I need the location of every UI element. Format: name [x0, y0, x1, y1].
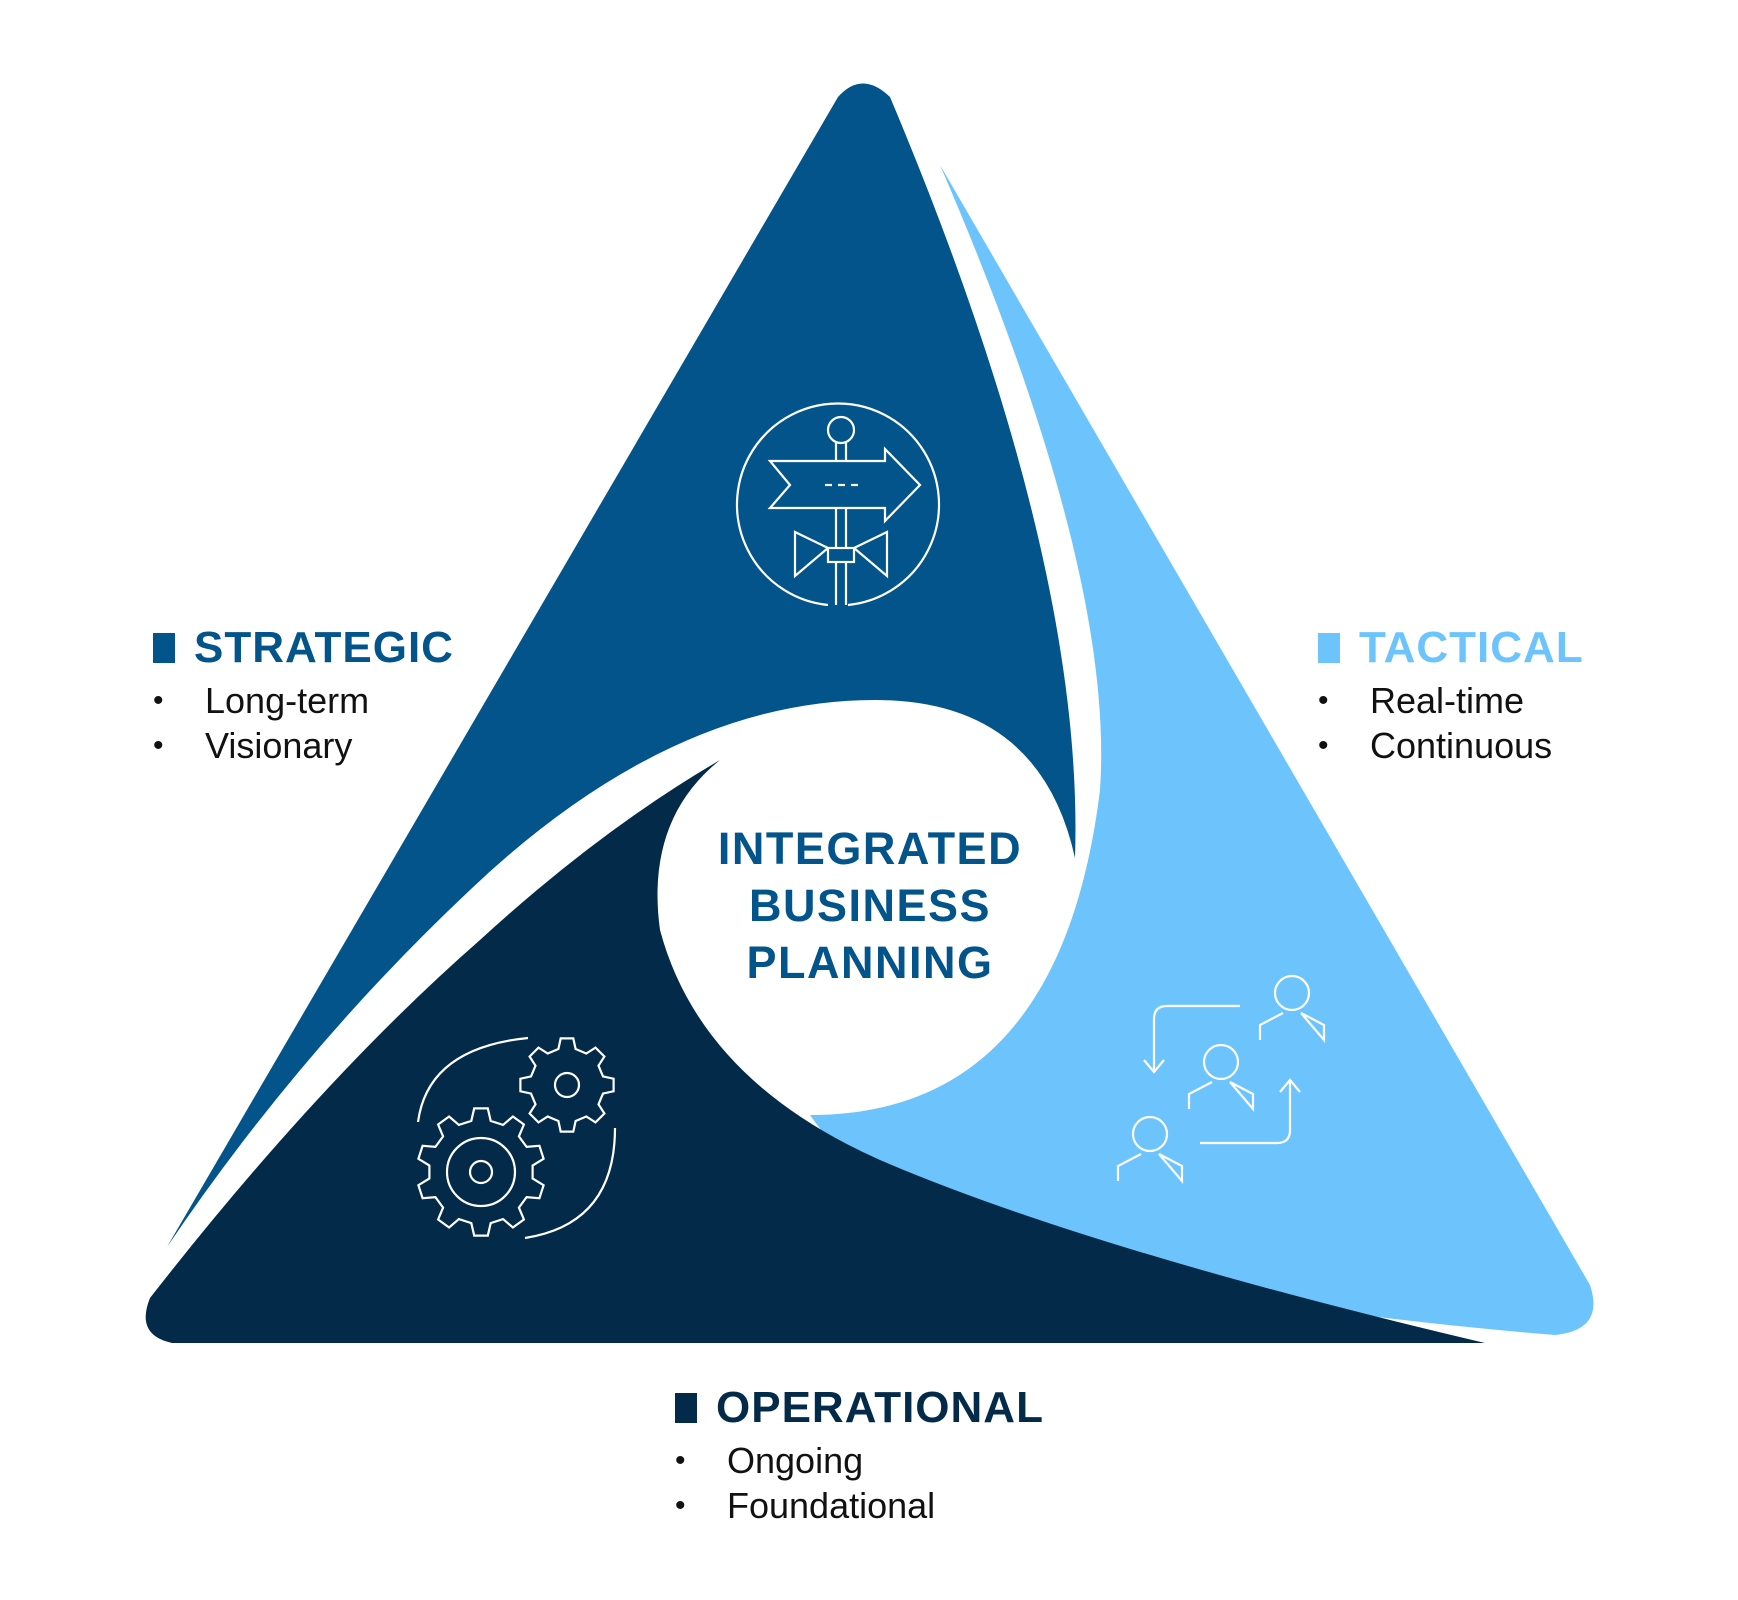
- list-item-text: Real-time: [1370, 680, 1525, 721]
- list-item: • Foundational: [675, 1483, 1044, 1528]
- list-item: • Ongoing: [675, 1438, 1044, 1483]
- center-title-line-3: PLANNING: [746, 937, 994, 988]
- legend-strategic: STRATEGIC • Long-term • Visionary: [153, 622, 454, 768]
- legend-strategic-list: • Long-term • Visionary: [153, 678, 454, 768]
- legend-operational-swatch: [675, 1393, 697, 1423]
- legend-strategic-swatch: [153, 633, 175, 663]
- list-item-text: Foundational: [727, 1485, 936, 1526]
- list-item: • Visionary: [153, 723, 454, 768]
- bullet: •: [1318, 684, 1329, 717]
- people-exchange-icon: [1116, 974, 1326, 1184]
- legend-strategic-header: STRATEGIC: [153, 622, 454, 674]
- person-icon: [1258, 974, 1326, 1043]
- list-item-text: Ongoing: [727, 1440, 864, 1481]
- bullet: •: [153, 729, 164, 762]
- legend-operational-list: • Ongoing • Foundational: [675, 1438, 1044, 1528]
- legend-operational-title: OPERATIONAL: [716, 1383, 1044, 1432]
- bullet: •: [675, 1489, 686, 1522]
- person-icon: [1187, 1043, 1255, 1112]
- list-item-text: Long-term: [205, 680, 370, 721]
- bullet: •: [153, 684, 164, 717]
- operational-segment: [145, 760, 1485, 1343]
- list-item: • Long-term: [153, 678, 454, 723]
- center-title-line-1: INTEGRATED: [717, 823, 1023, 874]
- bullet: •: [675, 1444, 686, 1477]
- legend-tactical-list: • Real-time • Continuous: [1318, 678, 1584, 768]
- center-title-line-2: BUSINESS: [748, 880, 992, 931]
- list-item: • Real-time: [1318, 678, 1584, 723]
- gears-icon: [416, 1036, 617, 1240]
- legend-operational: OPERATIONAL • Ongoing • Foundational: [675, 1382, 1044, 1528]
- legend-tactical-title: TACTICAL: [1359, 623, 1584, 672]
- list-item-text: Visionary: [205, 725, 353, 766]
- legend-tactical-header: TACTICAL: [1318, 622, 1584, 674]
- strategic-segment: [167, 83, 1076, 1247]
- list-item: • Continuous: [1318, 723, 1584, 768]
- gear-small-icon: [519, 1037, 615, 1133]
- center-title: INTEGRATED BUSINESS PLANNING: [640, 820, 1100, 991]
- list-item-text: Continuous: [1370, 725, 1553, 766]
- person-icon: [1116, 1115, 1184, 1184]
- legend-tactical-swatch: [1318, 633, 1340, 663]
- bullet: •: [1318, 729, 1329, 762]
- tactical-segment: [810, 165, 1594, 1335]
- legend-operational-header: OPERATIONAL: [675, 1382, 1044, 1434]
- gear-large-icon: [417, 1107, 545, 1237]
- legend-strategic-title: STRATEGIC: [194, 623, 454, 672]
- legend-tactical: TACTICAL • Real-time • Continuous: [1318, 622, 1584, 768]
- signpost-icon: [735, 402, 941, 607]
